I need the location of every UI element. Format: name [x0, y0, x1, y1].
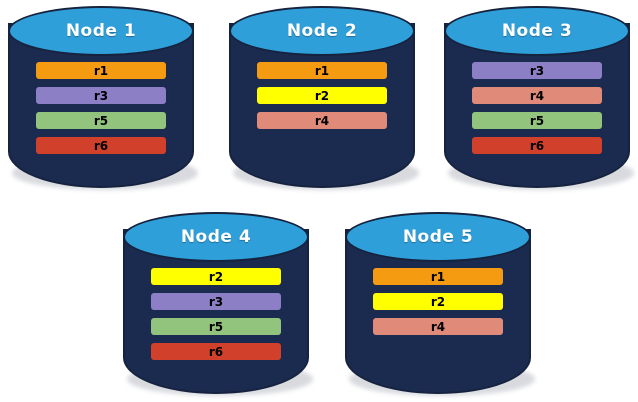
node-5-replica-r2[interactable]: r2 [373, 293, 503, 310]
node-2-replica-r1[interactable]: r1 [257, 62, 387, 79]
node-3-replica-r3[interactable]: r3 [472, 62, 602, 79]
node-3-replica-r4[interactable]: r4 [472, 87, 602, 104]
node-3[interactable]: Node 3 r3 r4 r5 r6 [444, 6, 634, 190]
node-2-label: Node 2 [286, 21, 358, 41]
node-5-cylinder-top: Node 5 [345, 212, 531, 262]
node-2-replica-r4[interactable]: r4 [257, 112, 387, 129]
node-1-replica-r3[interactable]: r3 [36, 87, 166, 104]
node-5-replica-list: r1 r2 r4 [373, 268, 503, 335]
node-4-replica-r6[interactable]: r6 [151, 343, 281, 360]
node-2-replica-list: r1 r2 r4 [257, 62, 387, 129]
node-1-label: Node 1 [65, 21, 137, 41]
node-1[interactable]: Node 1 r1 r3 r5 r6 [8, 6, 198, 190]
node-5[interactable]: Node 5 r1 r2 r4 [345, 212, 535, 396]
node-5-replica-r1[interactable]: r1 [373, 268, 503, 285]
node-3-replica-r5[interactable]: r5 [472, 112, 602, 129]
node-1-replica-list: r1 r3 r5 r6 [36, 62, 166, 154]
node-3-label: Node 3 [501, 21, 573, 41]
node-2-cylinder-top: Node 2 [229, 6, 415, 56]
node-1-cylinder-top: Node 1 [8, 6, 194, 56]
node-3-replica-r6[interactable]: r6 [472, 137, 602, 154]
node-4-replica-r2[interactable]: r2 [151, 268, 281, 285]
node-5-label: Node 5 [402, 227, 474, 247]
node-4-replica-r3[interactable]: r3 [151, 293, 281, 310]
node-4-label: Node 4 [180, 227, 252, 247]
node-4-replica-r5[interactable]: r5 [151, 318, 281, 335]
node-3-replica-list: r3 r4 r5 r6 [472, 62, 602, 154]
node-1-replica-r6[interactable]: r6 [36, 137, 166, 154]
node-2-replica-r2[interactable]: r2 [257, 87, 387, 104]
node-3-cylinder-top: Node 3 [444, 6, 630, 56]
node-5-replica-r4[interactable]: r4 [373, 318, 503, 335]
node-4-replica-list: r2 r3 r5 r6 [151, 268, 281, 360]
node-4[interactable]: Node 4 r2 r3 r5 r6 [123, 212, 313, 396]
node-1-replica-r1[interactable]: r1 [36, 62, 166, 79]
node-4-cylinder-top: Node 4 [123, 212, 309, 262]
node-2[interactable]: Node 2 r1 r2 r4 [229, 6, 419, 190]
node-1-replica-r5[interactable]: r5 [36, 112, 166, 129]
